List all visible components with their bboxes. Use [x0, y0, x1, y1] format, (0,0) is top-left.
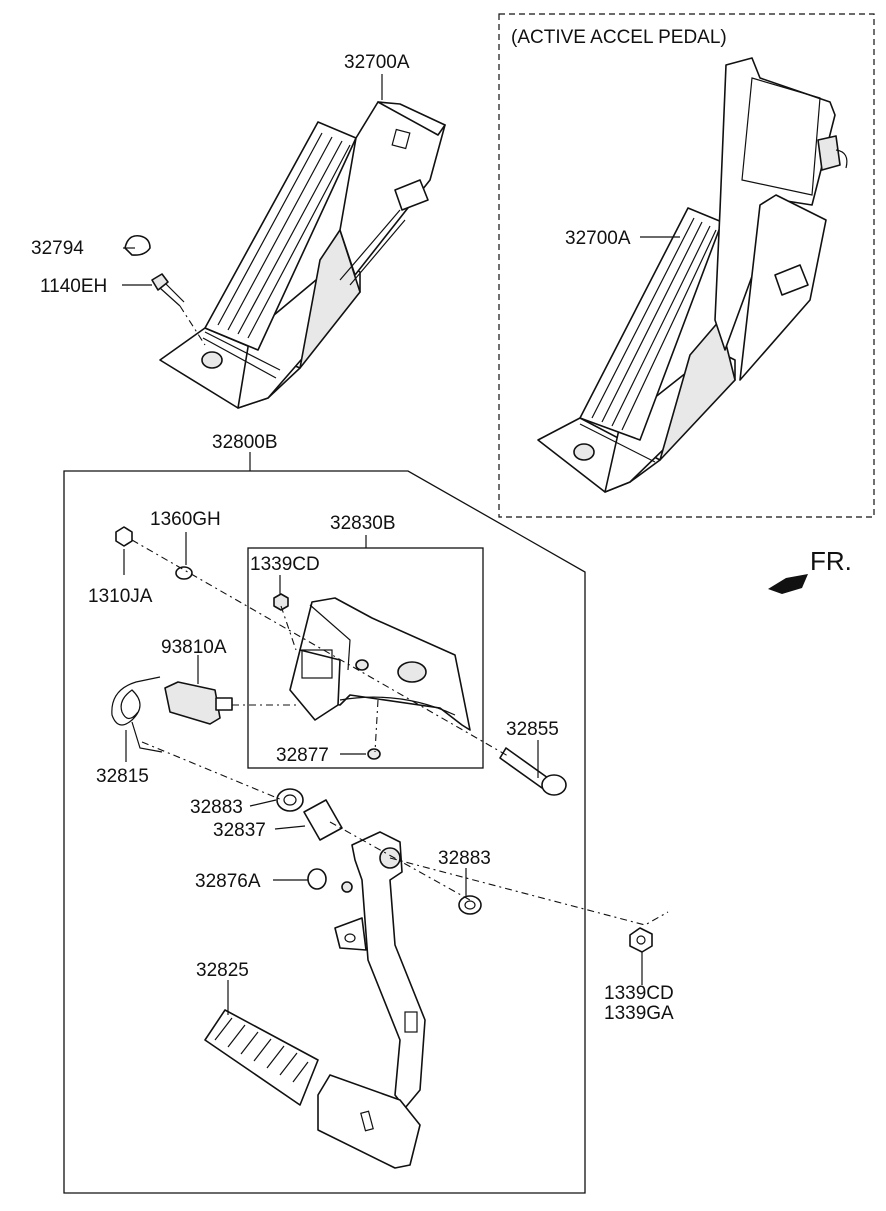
bracket-32830B: [289, 597, 471, 731]
bolt-1140EH: [151, 273, 206, 346]
nut-1310JA: [115, 526, 133, 547]
bushing-32883-left: [276, 788, 304, 812]
label-32794: 32794: [31, 238, 84, 259]
brake-pedal-arm: [317, 831, 426, 1169]
front-direction-arrow: [768, 574, 808, 594]
label-93810A: 93810A: [161, 637, 227, 658]
label-1360GH: 1360GH: [150, 509, 221, 530]
label-32825: 32825: [196, 960, 249, 981]
bushing-32883-right: [458, 895, 482, 915]
pivot-pin-32855: [499, 747, 567, 796]
label-32883-right: 32883: [438, 848, 491, 869]
nut-1339CD-upper: [273, 593, 289, 611]
plug-32794: [124, 234, 151, 256]
label-1339CD-lower: 1339CD: [604, 983, 674, 1004]
front-direction-label: FR.: [810, 546, 852, 576]
label-1339CD-upper: 1339CD: [250, 554, 320, 575]
label-32883-left: 32883: [190, 797, 243, 818]
label-32877: 32877: [276, 745, 329, 766]
label-32700A-top: 32700A: [344, 52, 410, 73]
label-32876A: 32876A: [195, 871, 261, 892]
label-1310JA: 1310JA: [88, 586, 153, 607]
bolt-32877: [367, 748, 381, 760]
sleeve-32837: [303, 799, 343, 841]
label-32815: 32815: [96, 766, 149, 787]
return-spring-32815: [111, 676, 163, 753]
washer-1360GH: [175, 566, 193, 580]
label-32800B: 32800B: [212, 432, 278, 453]
label-1339GA: 1339GA: [604, 1003, 674, 1024]
stopper-32876A: [307, 868, 327, 890]
brake-pedal-assembly-frame: [63, 470, 586, 1194]
stop-lamp-switch-93810A: [164, 681, 300, 725]
label-32855: 32855: [506, 719, 559, 740]
label-1140EH: 1140EH: [40, 276, 107, 297]
active-accelerator-pedal: [537, 57, 848, 493]
label-32830B: 32830B: [330, 513, 396, 534]
label-32700A-right: 32700A: [565, 228, 631, 249]
active-accel-pedal-frame: [498, 13, 875, 518]
label-32837: 32837: [213, 820, 266, 841]
active-accel-pedal-title: (ACTIVE ACCEL PEDAL): [511, 27, 727, 48]
pedal-pad-32825: [204, 1009, 319, 1106]
accelerator-pedal-upper: [159, 101, 446, 409]
nut-1339CD-1339GA-lower: [629, 927, 653, 953]
